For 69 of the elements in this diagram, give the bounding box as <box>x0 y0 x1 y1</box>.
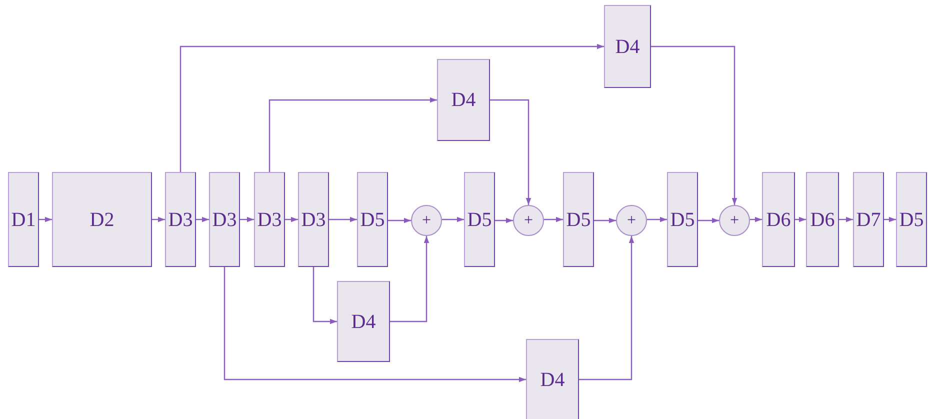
block-label: D3 <box>212 210 237 230</box>
block-box <box>853 172 884 267</box>
arrow <box>698 218 719 224</box>
sum-circle <box>513 205 544 236</box>
block-box <box>437 59 490 141</box>
sum-circle <box>719 205 750 236</box>
block-box <box>357 172 388 267</box>
block-label: D6 <box>810 210 835 230</box>
block-label: D7 <box>856 210 881 230</box>
arrow <box>268 97 437 172</box>
block-label: + <box>422 212 432 228</box>
arrow <box>651 46 738 205</box>
block-box <box>667 172 698 267</box>
arrow <box>388 218 411 224</box>
block-box <box>604 5 651 88</box>
arrow <box>240 216 254 222</box>
arrow <box>544 216 563 222</box>
block-box <box>563 172 594 267</box>
arrow <box>152 216 165 222</box>
arrow <box>579 236 634 380</box>
arrow <box>647 216 667 222</box>
block-label: D5 <box>467 210 492 230</box>
arrow <box>285 216 298 222</box>
arrow <box>329 216 357 222</box>
block-box <box>896 172 927 267</box>
block-box <box>762 172 795 267</box>
arrow <box>495 218 513 224</box>
block-label: D6 <box>766 210 791 230</box>
block-label: D5 <box>360 210 385 230</box>
block-label: D3 <box>168 210 193 230</box>
block-label: D4 <box>351 312 376 332</box>
arrow <box>312 267 337 324</box>
sum-circle <box>411 205 442 236</box>
block-box <box>337 281 390 362</box>
block-label: + <box>730 212 740 228</box>
block-box <box>464 172 495 267</box>
sum-circle <box>616 205 647 236</box>
block-label: D3 <box>257 210 282 230</box>
block-label: D4 <box>540 370 565 390</box>
block-box <box>209 172 240 267</box>
arrow <box>839 216 853 222</box>
block-box <box>254 172 285 267</box>
block-box <box>165 172 196 267</box>
block-label: D4 <box>451 90 476 110</box>
block-box <box>52 172 152 267</box>
arrow <box>750 216 762 222</box>
block-box <box>298 172 329 267</box>
arrow <box>180 44 604 172</box>
block-box <box>8 172 39 267</box>
block-label: D3 <box>301 210 326 230</box>
block-label: D4 <box>615 36 640 56</box>
arrow <box>442 216 464 222</box>
block-label: D1 <box>11 210 36 230</box>
arrow <box>39 216 52 222</box>
arrow <box>390 236 430 322</box>
block-label: D5 <box>670 210 695 230</box>
block-box <box>526 339 579 419</box>
block-label: D2 <box>90 210 114 230</box>
arrow <box>224 267 526 382</box>
arrow <box>490 99 532 205</box>
arrow <box>795 216 806 222</box>
block-box <box>806 172 839 267</box>
arrow <box>196 216 209 222</box>
block-label: D5 <box>899 210 924 230</box>
arrow <box>884 216 896 222</box>
block-label: + <box>524 212 534 228</box>
arrow <box>594 218 616 224</box>
block-label: + <box>626 212 636 228</box>
block-label: D5 <box>566 210 591 230</box>
